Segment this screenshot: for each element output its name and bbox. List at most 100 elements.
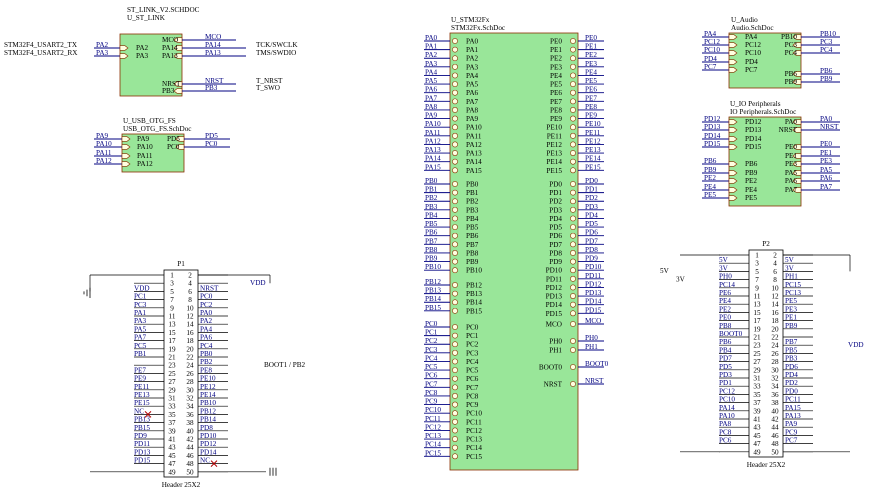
pin-label: PE13 bbox=[546, 150, 562, 158]
wire-label: PD15 bbox=[134, 457, 151, 465]
pin-label: PE6 bbox=[550, 89, 562, 97]
wire-label: PA13 bbox=[785, 412, 801, 420]
pin-number: 14 bbox=[186, 321, 194, 329]
sheet-entry-icon bbox=[792, 34, 802, 40]
wire-label: PD5 bbox=[585, 220, 598, 228]
port-icon bbox=[452, 206, 458, 213]
wire-label: PE2 bbox=[719, 305, 731, 313]
sheet-entry-icon bbox=[728, 195, 738, 201]
pin-label: PD11 bbox=[546, 275, 563, 283]
sheet-entry-icon bbox=[728, 59, 738, 65]
pin-label: PB8 bbox=[466, 249, 479, 257]
port-icon bbox=[452, 453, 458, 460]
sheet-title: U_USB_OTG_FS bbox=[123, 117, 176, 125]
pin-number: 48 bbox=[186, 460, 194, 468]
pin-number: 26 bbox=[186, 370, 194, 378]
pin-label: PE3 bbox=[785, 160, 797, 168]
wire-label: PC12 bbox=[425, 423, 441, 431]
pin-number: 36 bbox=[186, 411, 194, 419]
pin-label: PD13 bbox=[745, 126, 762, 134]
port-icon bbox=[570, 181, 576, 187]
pin-label: PC9 bbox=[466, 401, 479, 409]
pin-label: PB3 bbox=[162, 87, 175, 95]
sheet-title: U_IO Peripherals bbox=[730, 100, 781, 108]
wire-label: PE13 bbox=[134, 391, 150, 399]
wire-label: PD11 bbox=[134, 440, 151, 448]
port-icon bbox=[570, 241, 576, 248]
sheet-entry-icon bbox=[792, 79, 802, 85]
pin-number: 46 bbox=[771, 432, 779, 440]
pin-label: PD14 bbox=[546, 301, 563, 309]
pin-label: PB6 bbox=[785, 70, 798, 78]
pin-number: 4 bbox=[773, 260, 777, 268]
sheet-entry-icon bbox=[792, 127, 802, 133]
pin-label: PC6 bbox=[466, 375, 479, 383]
sheet-entry-icon bbox=[792, 161, 802, 167]
wire-label: PA7 bbox=[820, 183, 833, 191]
wire-label: BOOT0 bbox=[585, 360, 609, 368]
sheet-file: Audio.SchDoc bbox=[731, 24, 774, 32]
port-icon bbox=[570, 98, 576, 105]
net-label: STM32F4_USART2_TX bbox=[4, 41, 78, 49]
sheet-entry-icon bbox=[121, 136, 131, 142]
wire-label: PC7 bbox=[425, 380, 438, 388]
wire-label: PD4 bbox=[585, 211, 598, 219]
wire-label: PC5 bbox=[425, 363, 438, 371]
pin-number: 18 bbox=[186, 337, 194, 345]
pin-label: PD4 bbox=[549, 215, 562, 223]
pin-number: 42 bbox=[186, 436, 194, 444]
pin-label: PD8 bbox=[549, 249, 562, 257]
wire-label: PA14 bbox=[425, 155, 441, 163]
pin-number: 5 bbox=[170, 288, 174, 296]
pin-label: PD2 bbox=[549, 198, 562, 206]
wire-label: PH0 bbox=[719, 273, 732, 281]
pin-number: 29 bbox=[168, 386, 176, 394]
wire-label: PA3 bbox=[134, 317, 147, 325]
pin-number: 20 bbox=[186, 345, 194, 353]
wire-label: PE1 bbox=[820, 149, 832, 157]
pin-number: 27 bbox=[753, 358, 761, 366]
port-icon bbox=[452, 189, 458, 196]
wire-label: PC12 bbox=[704, 38, 720, 46]
port-icon bbox=[452, 55, 458, 62]
wire-label: PB2 bbox=[200, 358, 213, 366]
wire-label: PC8 bbox=[425, 389, 438, 397]
sheet-entry-icon bbox=[728, 50, 738, 56]
wire-label: PE0 bbox=[585, 34, 597, 42]
wire-label: PA11 bbox=[96, 149, 112, 157]
wire-label: MCO bbox=[205, 33, 221, 41]
port-icon bbox=[570, 321, 576, 327]
pin-number: 47 bbox=[753, 440, 761, 448]
wire-label: PD14 bbox=[704, 132, 721, 140]
wire bbox=[210, 460, 218, 467]
pin-number: 25 bbox=[753, 350, 761, 358]
wire-label: PA10 bbox=[425, 120, 441, 128]
pin-label: PE11 bbox=[547, 132, 563, 140]
port-icon bbox=[452, 241, 458, 248]
wire-label: PB3 bbox=[205, 84, 218, 92]
pin-number: 16 bbox=[771, 309, 779, 317]
wire-label: PA0 bbox=[200, 309, 213, 317]
wire-label: PE6 bbox=[719, 289, 731, 297]
pin-label: PC5 bbox=[466, 367, 479, 375]
st-link-sheet: ST_LINK_V2.SCHDOCU_ST_LINKSTM32F4_USART2… bbox=[4, 6, 298, 97]
wire-label: PA4 bbox=[704, 30, 717, 38]
wire-label: PE5 bbox=[704, 191, 716, 199]
port-icon bbox=[452, 46, 458, 53]
pin-number: 20 bbox=[771, 325, 779, 333]
port-icon bbox=[452, 115, 458, 122]
pin-number: 6 bbox=[773, 268, 777, 276]
sheet-symbol bbox=[449, 32, 579, 471]
wire-label: PB5 bbox=[785, 346, 798, 354]
wire-label: PC7 bbox=[704, 63, 717, 71]
wire-label: PD5 bbox=[719, 363, 732, 371]
wire-label: PC3 bbox=[134, 301, 147, 309]
port-icon bbox=[570, 275, 576, 282]
wire-label: PC10 bbox=[719, 396, 735, 404]
port-icon bbox=[570, 364, 576, 370]
pin-number: 17 bbox=[168, 337, 176, 345]
wire-label: PC12 bbox=[719, 387, 735, 395]
pin-number: 30 bbox=[771, 366, 779, 374]
connector-footer: Header 25X2 bbox=[747, 461, 786, 469]
pin-label: PA11 bbox=[137, 152, 153, 160]
